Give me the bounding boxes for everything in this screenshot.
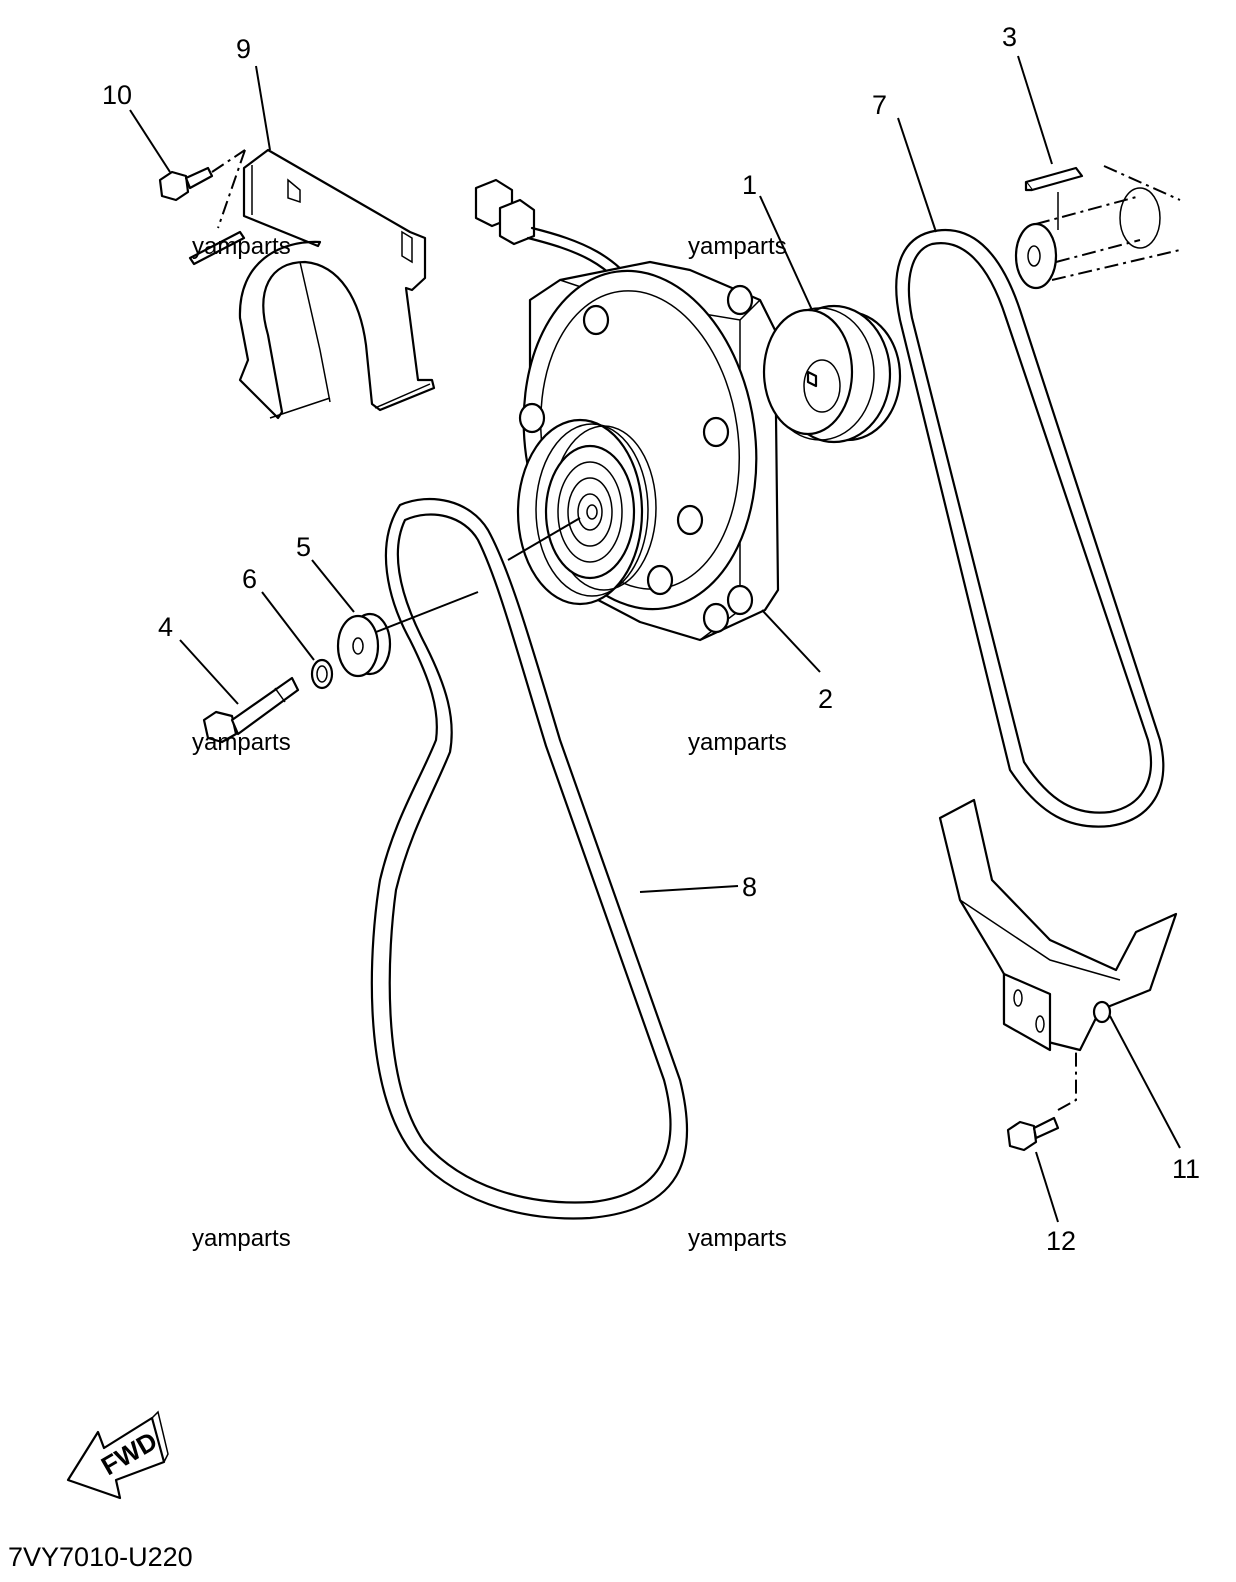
part-label-10: 10	[102, 80, 132, 110]
watermark: yamparts	[688, 729, 787, 756]
washer-5	[336, 612, 392, 678]
watermark: yamparts	[688, 1225, 787, 1252]
part-label-6: 6	[242, 564, 257, 594]
part-label-1: 1	[742, 170, 757, 200]
clutch-assembly	[474, 178, 780, 642]
leader-1	[759, 195, 813, 311]
watermark: yamparts	[688, 233, 787, 260]
part-label-2: 2	[818, 684, 833, 714]
leader-12	[1035, 1151, 1059, 1223]
leader-9	[255, 65, 271, 151]
belt-guard-lower	[938, 798, 1178, 1052]
leader-5	[311, 559, 355, 613]
diagram-code: 7VY7010-U220	[8, 1542, 193, 1572]
part-label-9: 9	[236, 34, 251, 64]
bolt-4	[202, 676, 300, 744]
leader-4	[179, 639, 239, 705]
leader-3	[1017, 55, 1053, 165]
leader-2	[761, 609, 821, 673]
leader-6	[261, 591, 315, 661]
circlip-6	[310, 658, 334, 690]
leader-8	[639, 885, 739, 893]
part-label-7: 7	[872, 90, 887, 120]
shaft	[1014, 165, 1181, 290]
key-3	[1024, 166, 1084, 192]
bolt-12	[1006, 1050, 1077, 1152]
watermark: yamparts	[192, 1225, 291, 1252]
pulley-1	[762, 304, 902, 444]
part-label-12: 12	[1046, 1226, 1076, 1256]
belt-guard-upper	[238, 148, 436, 420]
bolt-10	[158, 149, 246, 266]
part-label-8: 8	[742, 872, 757, 902]
belt-8	[370, 497, 689, 1220]
leader-11	[1109, 1015, 1181, 1149]
part-label-3: 3	[1002, 22, 1017, 52]
fwd-arrow-icon: FWD	[66, 1410, 169, 1500]
part-label-4: 4	[158, 612, 173, 642]
belt-7	[895, 228, 1165, 828]
leader-7	[897, 117, 937, 233]
part-label-5: 5	[296, 532, 311, 562]
watermark: yamparts	[192, 729, 291, 756]
watermark: yamparts	[192, 233, 291, 260]
part-label-11: 11	[1172, 1154, 1200, 1184]
leader-10	[129, 109, 171, 173]
